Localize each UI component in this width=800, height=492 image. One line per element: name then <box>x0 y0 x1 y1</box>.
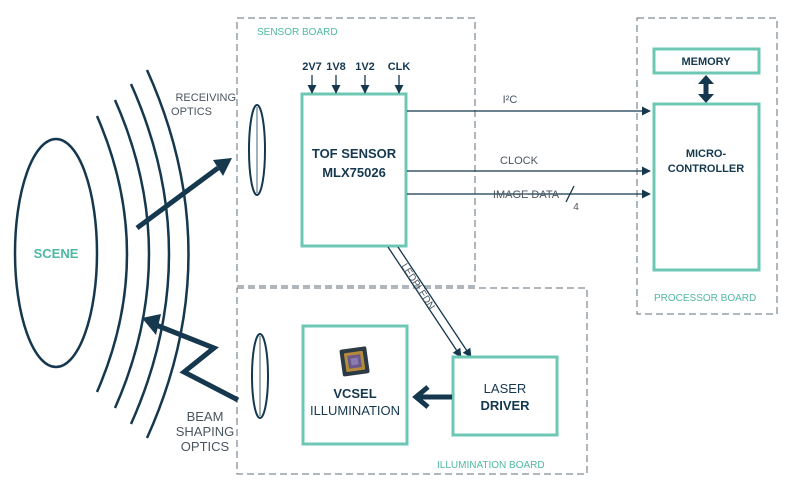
tof-sensor-part: MLX75026 <box>322 165 386 180</box>
illumination-board-outline <box>236 287 588 475</box>
illumination-board-label: ILLUMINATION BOARD <box>437 460 545 471</box>
receiving-ray-arrowhead <box>213 158 232 176</box>
memory-bus-arrow <box>698 75 714 103</box>
vcsel-label-2: ILLUMINATION <box>310 403 400 418</box>
pin-label: 1V8 <box>326 61 346 73</box>
bus-slash <box>565 185 575 203</box>
led-line-1 <box>387 246 462 358</box>
vcsel-chip-image <box>339 346 370 377</box>
vcsel-label-1: VCSEL <box>333 386 376 401</box>
wavefront-2 <box>113 99 151 409</box>
i2c-label: I²C <box>503 94 518 106</box>
pin-label: 2V7 <box>302 61 322 73</box>
image-data-label: IMAGE DATA <box>493 189 560 201</box>
tof-sensor-block <box>300 92 408 248</box>
scene-label: SCENE <box>34 246 79 261</box>
pin-label: CLK <box>388 61 411 73</box>
drive-arrowhead <box>412 385 430 409</box>
laser-driver-block <box>451 355 559 437</box>
clock-label: CLOCK <box>500 155 539 167</box>
receiving-optics-label-1: RECEIVING <box>175 92 236 104</box>
beam-optics-label-1: BEAM <box>187 409 224 424</box>
tof-sensor-title: TOF SENSOR <box>312 146 397 161</box>
receiving-ray <box>135 165 220 231</box>
wavefront-3 <box>129 83 171 425</box>
microcontroller-block <box>652 102 761 272</box>
bus-width-label: 4 <box>573 202 579 213</box>
beam-optics-label-2: SHAPING <box>176 424 235 439</box>
wavefront-1 <box>95 115 129 393</box>
laser-driver-label-2: DRIVER <box>480 398 530 413</box>
beam-optics-label-3: OPTICS <box>181 439 230 454</box>
sensor-board-label: SENSOR BOARD <box>257 27 338 38</box>
microcontroller-label-1: MICRO- <box>686 148 727 160</box>
scene-ellipse <box>13 137 99 369</box>
receiving-optics-label-2: OPTICS <box>171 106 212 118</box>
led-line-2 <box>397 246 472 358</box>
pin-label: 1V2 <box>355 61 375 73</box>
memory-label: MEMORY <box>681 56 731 68</box>
processor-board-label: PROCESSOR BOARD <box>654 293 756 304</box>
memory-block <box>652 47 761 75</box>
ledpled-label: LEDPLEDN <box>398 262 436 312</box>
processor-board-outline <box>636 17 778 315</box>
beam-ray-arrowhead <box>142 314 161 335</box>
wavefront-4 <box>145 69 190 439</box>
beam-ray <box>155 322 240 403</box>
laser-driver-label-1: LASER <box>484 381 527 396</box>
vcsel-block <box>301 324 409 446</box>
microcontroller-label-2: CONTROLLER <box>668 163 744 175</box>
